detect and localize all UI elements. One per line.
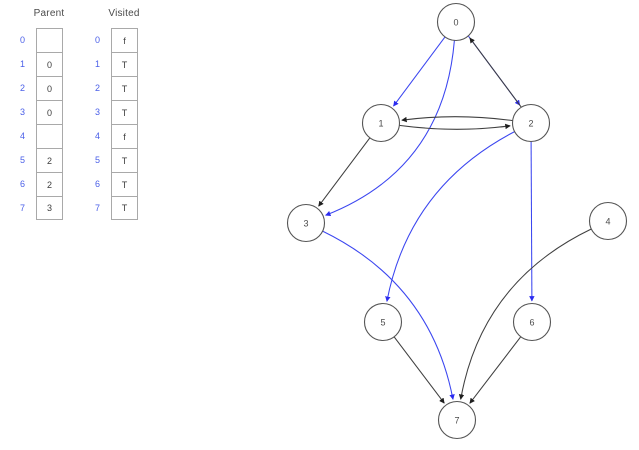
edge-2-to-0 — [469, 37, 522, 108]
parent-cell-2: 0 — [36, 76, 63, 100]
visited-row-index-3: 3 — [95, 107, 101, 117]
parent-row-index-1: 1 — [20, 59, 26, 69]
parent-cell-1: 0 — [36, 52, 63, 76]
table-row: 3 0 — [18, 100, 80, 124]
edge-2-to-5 — [385, 131, 515, 302]
table-row: 5 T — [93, 148, 155, 172]
parent-row-index-0: 0 — [20, 35, 26, 45]
parent-row-index-6: 6 — [20, 179, 26, 189]
parent-row-index-7: 7 — [20, 203, 26, 213]
visited-cell-2: T — [111, 76, 138, 100]
table-row: 4 — [18, 124, 80, 148]
visited-cell-6: T — [111, 172, 138, 196]
graph-node-5[interactable]: 5 — [363, 302, 403, 342]
visited-cell-3: T — [111, 100, 138, 124]
visited-row-index-5: 5 — [95, 155, 101, 165]
parent-array-title: Parent — [33, 8, 65, 19]
table-row: 6 2 — [18, 172, 80, 196]
node-label-6: 6 — [529, 318, 534, 328]
table-row: 5 2 — [18, 148, 80, 172]
visited-cell-1: T — [111, 52, 138, 76]
graph-node-2[interactable]: 2 — [511, 103, 551, 143]
node-label-3: 3 — [303, 219, 308, 229]
graph-node-7[interactable]: 7 — [437, 400, 477, 440]
visited-row-index-4: 4 — [95, 131, 101, 141]
table-row: 0 — [18, 28, 80, 52]
graph-node-4[interactable]: 4 — [588, 201, 628, 241]
edge-2-to-6 — [529, 141, 535, 302]
edge-2-to-1 — [401, 116, 513, 123]
table-row: 7 3 — [18, 196, 80, 220]
parent-cell-5: 2 — [36, 148, 63, 172]
parent-cell-6: 2 — [36, 172, 63, 196]
visited-row-index-6: 6 — [95, 179, 101, 189]
graph-node-1[interactable]: 1 — [361, 103, 401, 143]
edge-3-to-7 — [322, 230, 455, 400]
parent-row-index-2: 2 — [20, 83, 26, 93]
table-row: 6 T — [93, 172, 155, 196]
visited-array: Visited 0 f 1 T 2 T 3 T 4 f 5 — [93, 8, 155, 220]
parent-cell-0 — [36, 28, 63, 52]
node-circle-7[interactable] — [437, 400, 477, 440]
table-row: 0 f — [93, 28, 155, 52]
table-row: 3 T — [93, 100, 155, 124]
graph-node-3[interactable]: 3 — [286, 203, 326, 243]
visited-row-index-2: 2 — [95, 83, 101, 93]
parent-cell-4 — [36, 124, 63, 148]
edge-1-to-3 — [318, 137, 371, 207]
visited-row-index-1: 1 — [95, 59, 101, 69]
table-row: 4 f — [93, 124, 155, 148]
node-circle-0[interactable] — [436, 2, 476, 42]
visited-cell-7: T — [111, 196, 138, 220]
edge-5-to-7 — [393, 336, 445, 404]
visited-row-index-7: 7 — [95, 203, 101, 213]
parent-cell-3: 0 — [36, 100, 63, 124]
node-circle-6[interactable] — [512, 302, 552, 342]
node-label-7: 7 — [454, 416, 459, 426]
edge-0-to-1 — [393, 36, 446, 107]
graph-canvas: 0 1 2 3 4 5 6 7 — [286, 2, 628, 440]
arrays-panel: Parent 0 1 0 2 0 3 0 4 5 — [0, 0, 190, 250]
parent-row-index-3: 3 — [20, 107, 26, 117]
edge-1-to-2 — [399, 123, 511, 130]
table-row: 2 0 — [18, 76, 80, 100]
visited-cell-5: T — [111, 148, 138, 172]
edge-0-to-3 — [325, 40, 455, 217]
edge-4-to-7 — [458, 228, 592, 400]
node-circle-4[interactable] — [588, 201, 628, 241]
node-layer: 0 1 2 3 4 5 6 7 — [286, 2, 628, 440]
node-label-0: 0 — [453, 18, 458, 28]
visited-row-index-0: 0 — [95, 35, 101, 45]
node-label-5: 5 — [380, 318, 385, 328]
parent-array-rows: 0 1 0 2 0 3 0 4 5 2 — [18, 28, 80, 220]
visited-array-rows: 0 f 1 T 2 T 3 T 4 f 5 T — [93, 28, 155, 220]
parent-array: Parent 0 1 0 2 0 3 0 4 5 — [18, 8, 80, 220]
graph-node-6[interactable]: 6 — [512, 302, 552, 342]
table-row: 2 T — [93, 76, 155, 100]
table-row: 7 T — [93, 196, 155, 220]
parent-row-index-4: 4 — [20, 131, 26, 141]
node-circle-5[interactable] — [363, 302, 403, 342]
edge-6-to-7 — [469, 336, 522, 404]
parent-cell-7: 3 — [36, 196, 63, 220]
table-row: 1 T — [93, 52, 155, 76]
edge-layer — [318, 35, 592, 404]
graph-node-0[interactable]: 0 — [436, 2, 476, 42]
graph-panel: 0 1 2 3 4 5 6 7 — [270, 0, 639, 450]
node-label-1: 1 — [378, 119, 383, 129]
visited-array-title: Visited — [108, 8, 140, 19]
node-label-2: 2 — [528, 119, 533, 129]
parent-row-index-5: 5 — [20, 155, 26, 165]
node-circle-3[interactable] — [286, 203, 326, 243]
table-row: 1 0 — [18, 52, 80, 76]
node-circle-2[interactable] — [511, 103, 551, 143]
node-label-4: 4 — [605, 217, 610, 227]
visited-cell-4: f — [111, 124, 138, 148]
node-circle-1[interactable] — [361, 103, 401, 143]
visited-cell-0: f — [111, 28, 138, 52]
